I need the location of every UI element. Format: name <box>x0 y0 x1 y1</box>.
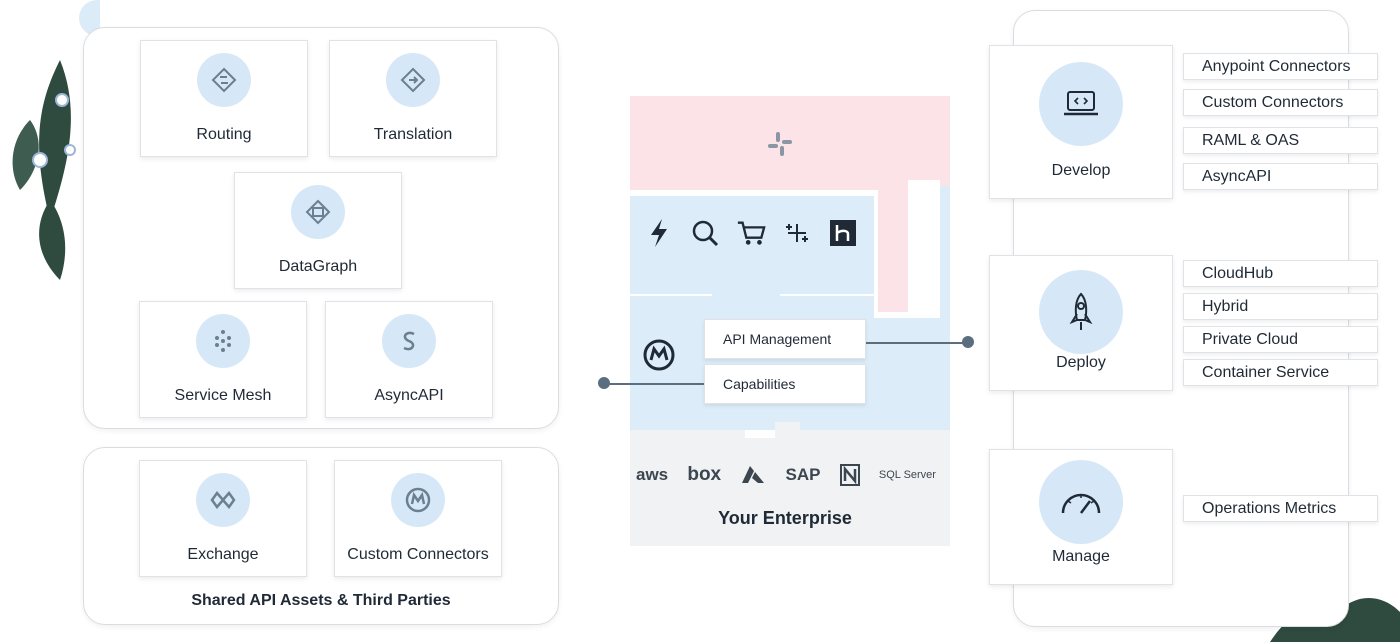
service-mesh-icon <box>196 314 250 368</box>
translation-label: Translation <box>373 126 453 143</box>
custom-connectors-card[interactable]: Custom Connectors <box>334 460 502 577</box>
deploy-label: Deploy <box>1056 354 1106 371</box>
manage-card[interactable]: Manage <box>989 449 1173 585</box>
develop-label: Develop <box>1051 162 1111 179</box>
tableau-icon <box>782 218 812 248</box>
manage-label: Manage <box>1052 548 1110 565</box>
exchange-card[interactable]: Exchange <box>139 460 307 577</box>
aws-logo: aws <box>636 465 669 484</box>
deploy-item[interactable]: Container Service <box>1183 359 1378 386</box>
translation-icon <box>386 53 440 107</box>
asyncapi-card[interactable]: AsyncAPI <box>325 301 493 418</box>
deploy-item[interactable]: Private Cloud <box>1183 326 1378 353</box>
product-icons <box>644 218 858 248</box>
datagraph-card[interactable]: DataGraph <box>234 172 402 289</box>
capabilities-box[interactable]: Capabilities <box>704 364 866 404</box>
routing-label: Routing <box>196 126 252 143</box>
routing-card[interactable]: Routing <box>140 40 308 157</box>
gauge-icon <box>1039 460 1123 544</box>
routing-icon <box>197 53 251 107</box>
deploy-card[interactable]: Deploy <box>989 255 1173 391</box>
azure-icon <box>742 466 765 483</box>
manage-item[interactable]: Operations Metrics <box>1183 495 1378 522</box>
enterprise-logos: aws box SAP SQL Server <box>636 464 936 486</box>
rocket-icon <box>1039 270 1123 354</box>
laptop-code-icon <box>1039 62 1123 146</box>
box-logo: box <box>687 464 722 485</box>
netsuite-icon <box>839 464 860 486</box>
shared-assets-title: Shared API Assets & Third Parties <box>191 592 451 609</box>
exchange-icon <box>196 473 250 527</box>
mulesoft-logo-icon <box>643 339 675 371</box>
custom-connectors-label: Custom Connectors <box>347 546 489 563</box>
mulesoft-icon <box>391 473 445 527</box>
api-management-box[interactable]: API Management <box>704 319 866 359</box>
asyncapi-icon <box>382 314 436 368</box>
slack-icon <box>768 132 792 156</box>
connector-right <box>866 342 968 344</box>
translation-card[interactable]: Translation <box>329 40 497 157</box>
sap-logo: SAP <box>785 465 821 484</box>
asyncapi-label: AsyncAPI <box>374 387 444 404</box>
cart-icon <box>736 218 766 248</box>
enterprise-title: Your Enterprise <box>718 508 852 528</box>
sql-server-logo: SQL Server <box>878 469 936 481</box>
connector-right-dot <box>962 336 974 348</box>
develop-item[interactable]: Custom Connectors <box>1183 89 1378 116</box>
develop-card[interactable]: Develop <box>989 45 1173 199</box>
decorative-leaves <box>12 0 100 280</box>
search-icon <box>690 218 720 248</box>
datagraph-label: DataGraph <box>278 258 358 275</box>
connector-left <box>604 383 704 385</box>
connector-left-dot <box>598 377 610 389</box>
develop-item[interactable]: RAML & OAS <box>1183 127 1378 154</box>
service-mesh-label: Service Mesh <box>174 387 272 404</box>
develop-item[interactable]: AsyncAPI <box>1183 163 1378 190</box>
lightning-icon <box>644 218 674 248</box>
develop-item[interactable]: Anypoint Connectors <box>1183 53 1378 80</box>
datagraph-icon <box>291 185 345 239</box>
heroku-icon <box>828 218 858 248</box>
exchange-label: Exchange <box>187 546 259 563</box>
service-mesh-card[interactable]: Service Mesh <box>139 301 307 418</box>
deploy-item[interactable]: Hybrid <box>1183 293 1378 320</box>
deploy-item[interactable]: CloudHub <box>1183 260 1378 287</box>
